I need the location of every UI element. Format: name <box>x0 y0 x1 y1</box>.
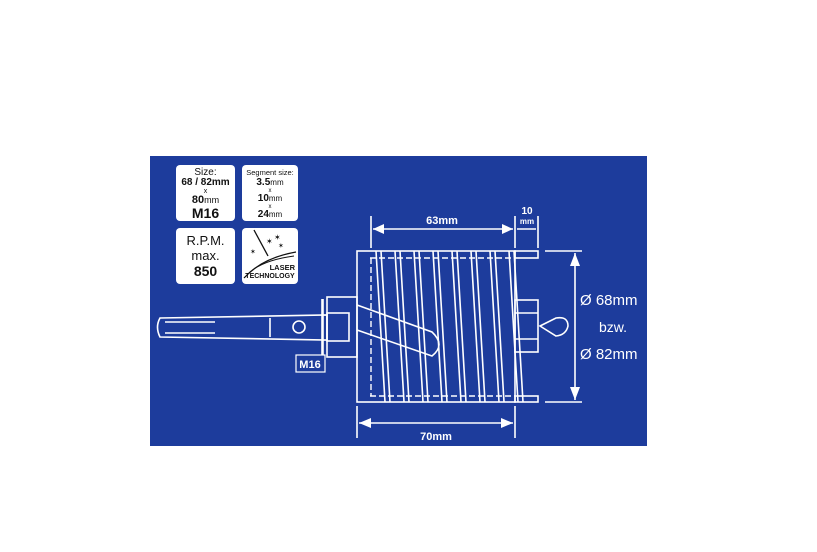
total-length-label: 70mm <box>420 431 452 443</box>
cap-length-unit: mm <box>520 217 534 226</box>
segment-slot <box>508 250 524 403</box>
segment-b: 10mm <box>242 192 298 204</box>
product-diagram-panel: Size: 68 / 82mm x 80mm M16 Segment size:… <box>150 156 647 446</box>
segment-length-label: 63mm <box>426 215 458 227</box>
svg-text:✶: ✶ <box>274 233 281 242</box>
segment-label: Segment size: <box>246 168 294 177</box>
diameter-82-label: Ø 82mm <box>580 346 638 363</box>
diameter-68-label: Ø 68mm <box>580 292 638 309</box>
thread-label: M16 <box>299 359 320 371</box>
laser-label: LASER <box>269 263 295 272</box>
times-sign: x <box>268 187 272 194</box>
segment-slot <box>470 250 486 403</box>
rpm-value: 850 <box>193 263 218 279</box>
core-bit-drawing: 63mm 10 mm 70mm M16 Ø 68mm bzw. Ø 82mm <box>156 206 638 443</box>
segment-slot <box>489 250 505 403</box>
segment-slot <box>432 250 448 403</box>
svg-text:✶: ✶ <box>250 248 256 256</box>
end-cap <box>514 250 569 403</box>
svg-text:✶: ✶ <box>266 237 273 246</box>
times-sign: x <box>203 188 208 195</box>
sds-shank <box>156 296 358 358</box>
size-label: Size: <box>194 167 217 178</box>
segment-a-unit: mm <box>270 177 284 187</box>
core-body <box>356 250 524 403</box>
segment-b-num: 10 <box>257 192 269 204</box>
rpm-info-box: R.P.M. max. 850 <box>176 228 235 284</box>
cap-length-number: 10 <box>521 206 533 217</box>
segment-b-unit: mm <box>268 193 283 203</box>
technology-label: TECHNOLOGY <box>245 273 295 280</box>
size-length: 80mm <box>176 195 235 206</box>
segment-a-num: 3.5 <box>256 176 271 188</box>
segment-slot <box>451 250 467 403</box>
rpm-label: R.P.M. <box>186 233 225 248</box>
segment-c: 24mm <box>242 208 298 220</box>
size-thread: M16 <box>191 205 220 221</box>
svg-text:✶: ✶ <box>278 242 284 250</box>
segment-slot <box>375 250 391 403</box>
laser-technology-box: ✶✶ ✶✶ LASER TECHNOLOGY <box>242 228 298 284</box>
segment-c-num: 24 <box>257 208 269 220</box>
times-sign: x <box>268 203 272 210</box>
segment-info-box: Segment size: 3.5mm x 10mm x 24mm <box>242 165 298 221</box>
size-diameters: 68 / 82mm <box>181 177 230 188</box>
length-number: 80 <box>191 194 205 206</box>
pilot-drill-tip <box>538 316 569 337</box>
length-unit: mm <box>204 195 220 205</box>
size-info-box: Size: 68 / 82mm x 80mm M16 <box>176 165 235 221</box>
segment-c-unit: mm <box>268 209 283 219</box>
rpm-max: max. <box>191 248 220 263</box>
laser-icon: ✶✶ ✶✶ <box>243 229 297 279</box>
or-label: bzw. <box>599 319 627 335</box>
dimension-lines <box>295 216 582 438</box>
segment-slot <box>394 250 410 403</box>
segment-a: 3.5mm <box>242 176 298 188</box>
